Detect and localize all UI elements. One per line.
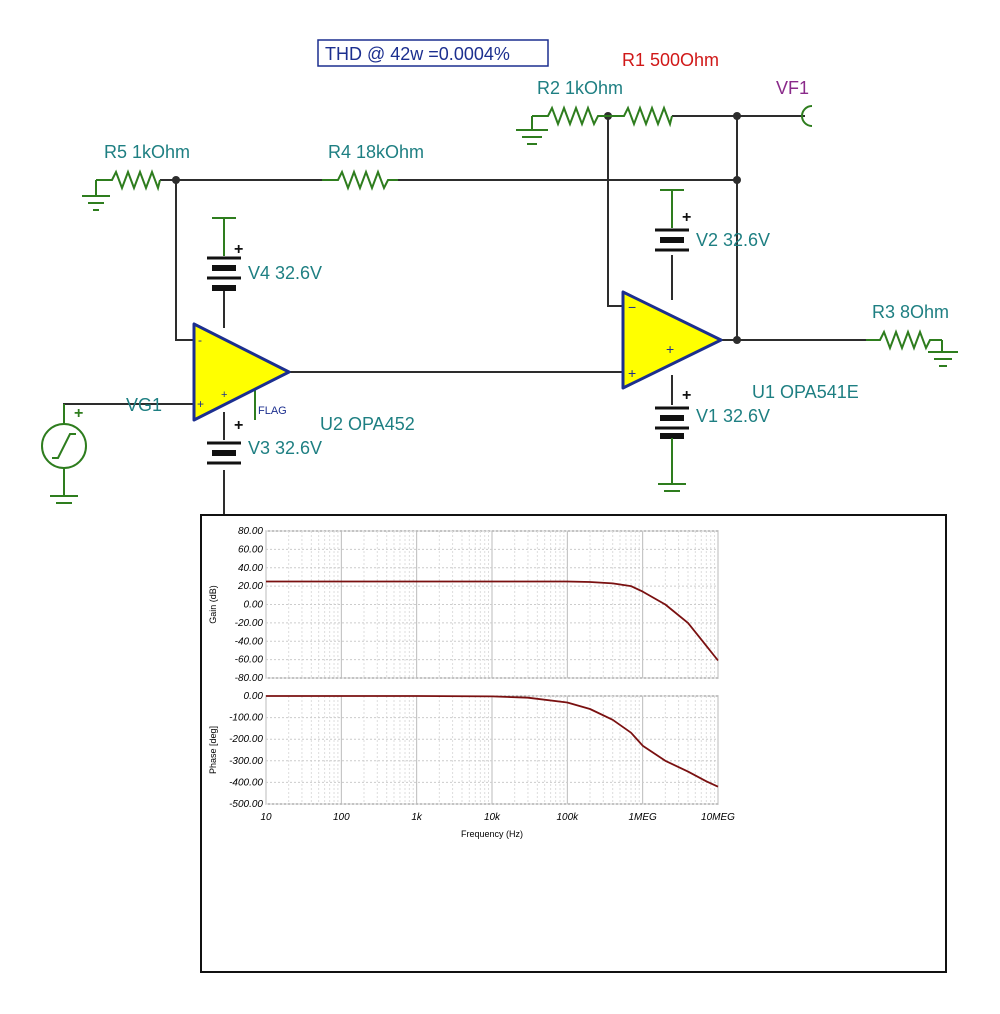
y-axis-label: Gain (dB) [208,585,218,624]
y-tick-label: -80.00 [235,673,264,684]
resistor-r5[interactable] [82,169,161,211]
svg-text:−: − [628,299,636,315]
x-tick-label: 100 [333,812,350,823]
resistor-r2[interactable] [516,105,608,145]
y-tick-label: -60.00 [235,655,264,666]
thd-annotation: THD @ 42w =0.0004% [325,44,510,64]
battery-v2[interactable]: + [655,189,691,252]
y-tick-label: -40.00 [235,636,264,647]
r4-label: R4 18kOhm [328,142,424,162]
x-tick-label: 100k [556,812,579,823]
v1-label: V1 32.6V [696,406,770,426]
resistor-r4[interactable] [322,169,398,191]
vf1-label: VF1 [776,78,809,98]
v3-label: V3 32.6V [248,438,322,458]
battery-v3[interactable]: + [207,417,243,465]
phase-plot: 0.00 -100.00 -200.00 -300.00 -400.00 -500.00 P… [208,691,735,839]
y-tick-label: -300.00 [229,756,263,767]
wires [63,115,866,515]
r2-label: R2 1kOhm [537,78,623,98]
resistor-r3[interactable] [866,329,958,367]
svg-text:+: + [628,365,636,381]
svg-text:+: + [197,397,204,411]
y-tick-label: 40.00 [238,563,263,574]
y-tick-label: -400.00 [229,777,263,788]
u1-label: U1 OPA541E [752,382,859,402]
signal-source-vg1[interactable]: + [41,404,87,504]
y-tick-label: -100.00 [229,713,263,724]
y-tick-label: -500.00 [229,799,263,810]
r1-label: R1 500Ohm [622,50,719,70]
svg-text:+: + [221,389,227,401]
v2-label: V2 32.6V [696,230,770,250]
y-tick-label: 0.00 [244,600,264,611]
x-tick-label: 1MEG [628,812,657,823]
junction-dots [172,112,741,344]
r3-label: R3 8Ohm [872,302,949,322]
y-axis-label: Phase [deg] [208,726,218,774]
series-line [266,580,719,662]
opamp-u2[interactable]: - + + [192,322,291,422]
svg-text:+: + [234,417,243,434]
y-tick-label: 80.00 [238,526,263,537]
x-tick-label: 10MEG [701,812,735,823]
x-tick-label: 1k [411,812,423,823]
gain-plot: 80.00 60.00 40.00 20.00 0.00 -20.00 -40.00 -60.… [208,526,719,684]
svg-text:-: - [198,333,202,347]
y-tick-label: 60.00 [238,544,263,555]
y-tick-label: -200.00 [229,734,263,745]
svg-text:+: + [234,241,243,258]
opamp-u1[interactable]: − + + [621,290,723,390]
v4-label: V4 32.6V [248,263,322,283]
u2-label: U2 OPA452 [320,414,415,434]
y-tick-label: 20.00 [237,581,263,592]
y-tick-label: 0.00 [244,691,264,702]
u2-flag-label: FLAG [258,405,287,417]
thd-annotation-box [317,39,549,67]
battery-v4[interactable]: + [207,217,243,291]
svg-text:+: + [682,387,691,404]
x-axis-label: Frequency (Hz) [461,829,523,839]
x-tick-label: 10 [260,812,272,823]
resistor-r1[interactable] [608,105,673,128]
svg-text:+: + [666,341,674,357]
y-tick-label: -20.00 [235,618,264,629]
battery-v1[interactable]: + [655,387,691,492]
x-tick-label: 10k [484,812,501,823]
series-line [266,695,719,788]
r5-label: R5 1kOhm [104,142,190,162]
svg-text:+: + [682,209,691,226]
vg1-label: VG1 [126,395,162,415]
vf1-probe[interactable] [801,105,813,127]
svg-text:+: + [74,405,83,422]
